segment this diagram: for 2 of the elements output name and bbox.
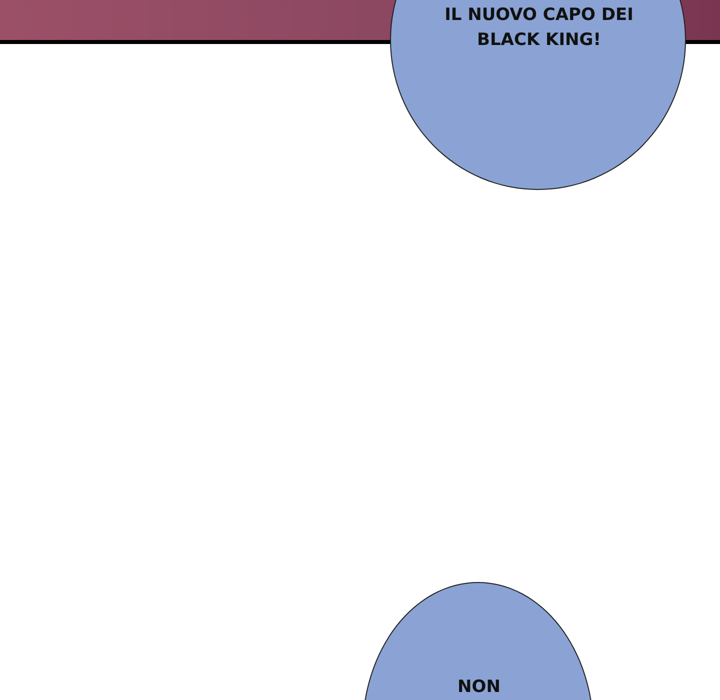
speech-text: NON <box>456 676 502 699</box>
speech-text: IL NUOVO CAPO DEI BLACK KING! <box>444 4 634 52</box>
